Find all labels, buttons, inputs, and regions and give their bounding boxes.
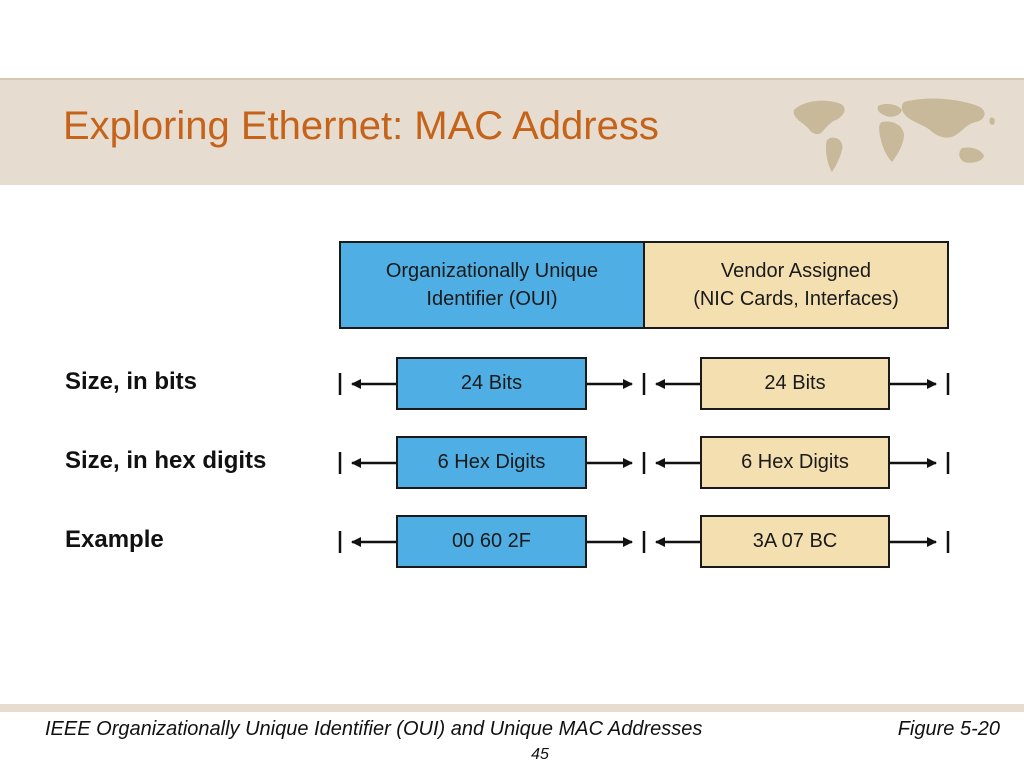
oui-hex-box: 6 Hex Digits <box>396 436 587 489</box>
figure-number: Figure 5-20 <box>897 718 1000 740</box>
oui-header-box: Organizationally Unique Identifier (OUI) <box>339 241 645 329</box>
vendor-header-line1: Vendor Assigned <box>720 260 872 282</box>
vendor-header-line2: (NIC Cards, Interfaces) <box>693 288 899 310</box>
oui-example-box: 00 60 2F <box>396 515 587 568</box>
row-label-example: Example <box>65 526 164 553</box>
span-arrows <box>338 373 950 553</box>
vendor-example-box: 3A 07 BC <box>700 515 890 568</box>
vendor-header-box: Vendor Assigned (NIC Cards, Interfaces) <box>643 241 949 329</box>
vendor-bits-box: 24 Bits <box>700 357 890 410</box>
footer-rule <box>0 704 1024 712</box>
world-map-icon <box>793 98 995 172</box>
oui-bits-box: 24 Bits <box>396 357 587 410</box>
slide-title: Exploring Ethernet: MAC Address <box>63 104 659 148</box>
oui-header-line2: Identifier (OUI) <box>426 288 558 310</box>
row-label-bits: Size, in bits <box>65 368 198 395</box>
title-band <box>0 78 1024 185</box>
figure-caption: IEEE Organizationally Unique Identifier … <box>45 718 703 740</box>
oui-header-line1: Organizationally Unique <box>385 260 599 282</box>
vendor-hex-box: 6 Hex Digits <box>700 436 890 489</box>
page-number: 45 <box>531 746 549 763</box>
row-label-hex: Size, in hex digits <box>65 447 267 474</box>
